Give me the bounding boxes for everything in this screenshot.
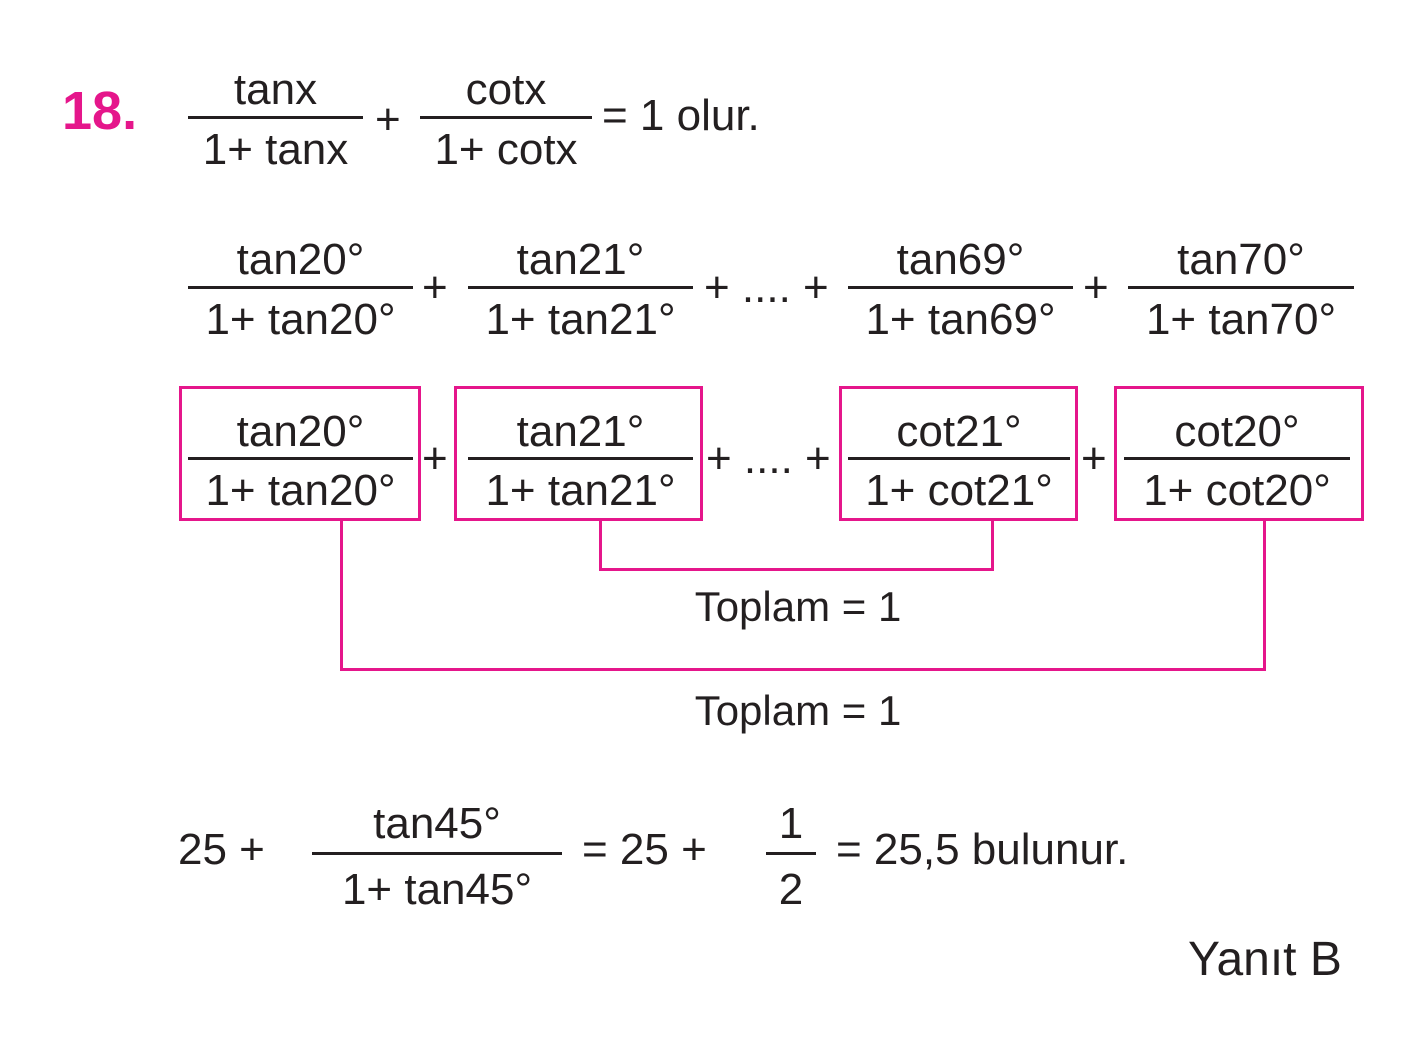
fraction-bar xyxy=(188,286,413,289)
answer-label: Yanıt B xyxy=(1188,933,1342,986)
paired-numerator: cot21° xyxy=(896,407,1022,456)
series-denominator: 1+ tan70° xyxy=(1145,295,1337,344)
plus-sign: + xyxy=(375,95,401,144)
paired-numerator: cot20° xyxy=(1174,407,1300,456)
inner-pair-bracket xyxy=(599,518,994,571)
paired-numerator: tan20° xyxy=(236,407,365,456)
paired-denominator: 1+ tan21° xyxy=(485,466,676,515)
paired-denominator: 1+ tan20° xyxy=(205,466,396,515)
highlight-box xyxy=(1114,386,1364,521)
plus-sign: + xyxy=(1083,263,1109,312)
identity-numerator-2: cotx xyxy=(465,65,547,114)
final-numerator: tan45° xyxy=(373,799,501,848)
highlight-box xyxy=(454,386,703,521)
paired-denominator: 1+ cot21° xyxy=(865,466,1053,515)
series-numerator: tan69° xyxy=(896,235,1025,284)
series-numerator: tan21° xyxy=(516,235,645,284)
plus-sign: + xyxy=(422,434,448,483)
plus-sign: + xyxy=(1081,434,1107,483)
inner-sum-label: Toplam = 1 xyxy=(694,583,902,630)
fraction-bar xyxy=(188,116,363,119)
outer-sum-label: Toplam = 1 xyxy=(694,687,902,734)
fraction-bar xyxy=(468,286,693,289)
final-mid: = 25 + xyxy=(582,825,707,874)
fraction-bar xyxy=(1128,286,1354,289)
half-denominator: 2 xyxy=(778,865,804,914)
fraction-bar xyxy=(766,852,816,855)
series-denominator: 1+ tan20° xyxy=(205,295,396,344)
series-denominator: 1+ tan69° xyxy=(865,295,1056,344)
fraction-bar xyxy=(188,457,413,460)
ellipsis: + .... + xyxy=(704,263,829,312)
identity-numerator-1: tanx xyxy=(233,65,318,114)
final-lead: 25 + xyxy=(178,825,265,874)
paired-denominator: 1+ cot20° xyxy=(1143,466,1331,515)
identity-denominator-2: 1+ cotx xyxy=(434,125,578,174)
fraction-bar xyxy=(420,116,592,119)
fraction-bar xyxy=(848,457,1070,460)
highlight-box xyxy=(839,386,1078,521)
fraction-bar xyxy=(1124,457,1350,460)
final-tail: = 25,5 bulunur. xyxy=(836,825,1129,874)
final-denominator: 1+ tan45° xyxy=(341,865,533,914)
plus-sign: + xyxy=(422,263,448,312)
fraction-bar xyxy=(468,457,693,460)
problem-number: 18. xyxy=(62,81,138,141)
series-numerator: tan20° xyxy=(236,235,365,284)
series-numerator: tan70° xyxy=(1177,235,1305,284)
outer-pair-bracket xyxy=(340,518,1266,671)
ellipsis: + .... + xyxy=(706,434,831,483)
identity-denominator-1: 1+ tanx xyxy=(202,125,349,174)
fraction-bar xyxy=(848,286,1073,289)
fraction-bar xyxy=(312,852,562,855)
identity-result: = 1 olur. xyxy=(602,91,760,140)
half-numerator: 1 xyxy=(778,799,804,848)
paired-numerator: tan21° xyxy=(516,407,645,456)
series-denominator: 1+ tan21° xyxy=(485,295,676,344)
highlight-box xyxy=(179,386,421,521)
